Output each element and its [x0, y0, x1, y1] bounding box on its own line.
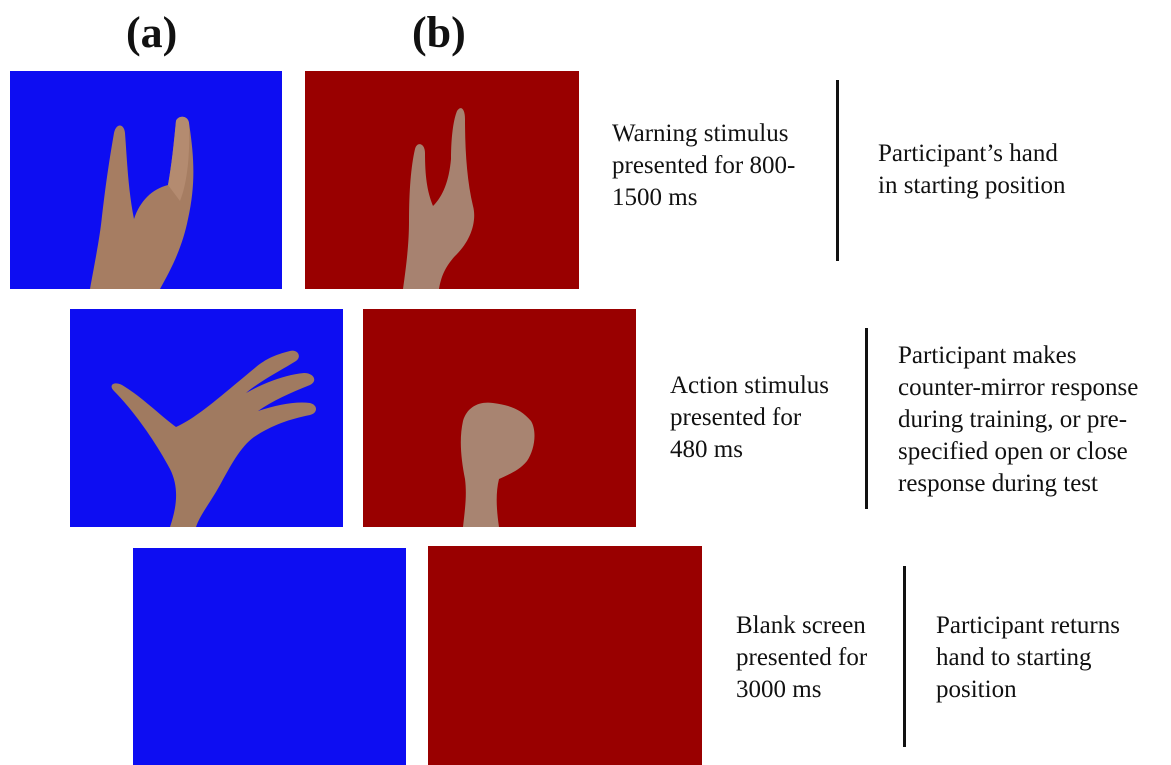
text-line: presented for — [670, 404, 802, 431]
row1-red-panel-open-hand — [305, 71, 579, 289]
row1-divider — [836, 80, 839, 261]
text-line: response during test — [898, 470, 1098, 497]
row3-blank-red-screen — [428, 546, 702, 765]
row3-divider — [903, 566, 906, 747]
text-line: specified open or close — [898, 438, 1128, 465]
row2-divider — [865, 328, 868, 509]
text-line: Participant makes — [898, 342, 1077, 369]
text-line: counter-mirror response — [898, 374, 1139, 401]
open-hand-image — [403, 108, 475, 289]
open-hand-image — [90, 116, 194, 289]
text-line: presented for — [736, 644, 868, 671]
row1-response-description: Participant’s hand in starting position — [878, 138, 1138, 202]
text-line: during training, or pre- — [898, 406, 1128, 433]
row2-stimulus-description: Action stimulus presented for 480 ms — [670, 370, 850, 466]
text-line: in starting position — [878, 172, 1066, 199]
text-line: presented for 800- — [612, 152, 796, 179]
row3-response-description: Participant returns hand to starting pos… — [936, 610, 1161, 706]
column-heading-a: (a) — [126, 8, 178, 57]
row3-blank-blue-screen — [133, 548, 406, 765]
text-line: Participant returns — [936, 612, 1120, 639]
row2-response-description: Participant makes counter-mirror respons… — [898, 340, 1163, 500]
row3-stimulus-description: Blank screen presented for 3000 ms — [736, 610, 906, 706]
row2-red-panel-closed-fist — [363, 309, 636, 527]
row1-blue-panel-open-hand — [10, 71, 282, 289]
text-line: Action stimulus — [670, 372, 830, 399]
text-line: position — [936, 676, 1017, 703]
text-line: Participant’s hand — [878, 140, 1058, 167]
text-line: 480 ms — [670, 436, 743, 463]
text-line: Warning stimulus — [612, 120, 789, 147]
text-line: 3000 ms — [736, 676, 822, 703]
column-heading-b: (b) — [412, 8, 466, 57]
text-line: Blank screen — [736, 612, 866, 639]
text-line: 1500 ms — [612, 184, 698, 211]
closed-fist-image — [460, 402, 535, 527]
spread-hand-image — [111, 350, 316, 527]
row1-stimulus-description: Warning stimulus presented for 800- 1500… — [612, 118, 822, 214]
text-line: hand to starting — [936, 644, 1092, 671]
row2-blue-panel-spread-hand — [70, 309, 343, 527]
